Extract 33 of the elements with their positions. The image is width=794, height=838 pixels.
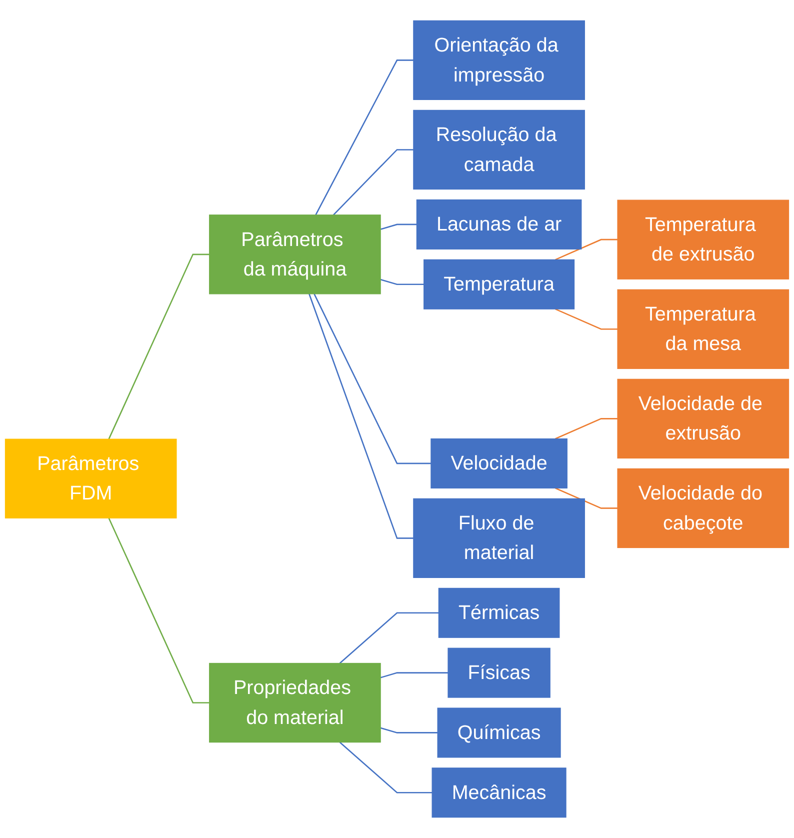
connector	[108, 254, 210, 440]
connector	[108, 518, 210, 704]
node-box: Resolução da camada	[413, 110, 585, 190]
node-box: Parâmetros FDM	[4, 438, 177, 518]
connector	[339, 742, 432, 794]
connector	[332, 149, 414, 216]
connector	[555, 488, 618, 509]
node-box: Químicas	[437, 708, 561, 758]
node-box: Térmicas	[438, 588, 560, 638]
node-box: Propriedades do material	[209, 662, 381, 743]
node-box: Parâmetros da máquina	[209, 214, 381, 294]
node-box: Temperatura	[424, 259, 575, 310]
node-box: Orientação da impressão	[413, 20, 585, 100]
node-box: Mecânicas	[432, 768, 566, 818]
connector	[380, 672, 448, 678]
connector	[555, 238, 618, 260]
node-box: Lacunas de ar	[416, 199, 582, 250]
connector	[339, 612, 439, 664]
connector	[315, 60, 414, 216]
connector	[308, 294, 414, 539]
node-box: Velocidade	[430, 438, 568, 488]
node-box: Velocidade de extrusão	[617, 378, 790, 458]
node-box: Temperatura de extrusão	[617, 200, 790, 280]
connector	[555, 308, 618, 330]
node-box: Físicas	[448, 648, 550, 698]
connector	[380, 278, 424, 286]
connector	[555, 418, 618, 440]
connector	[380, 224, 417, 230]
node-box: Velocidade do cabeçote	[617, 468, 790, 548]
node-box: Fluxo de material	[413, 498, 585, 578]
connector	[380, 727, 438, 734]
node-box: Temperatura da mesa	[617, 289, 790, 369]
connector	[314, 294, 431, 464]
